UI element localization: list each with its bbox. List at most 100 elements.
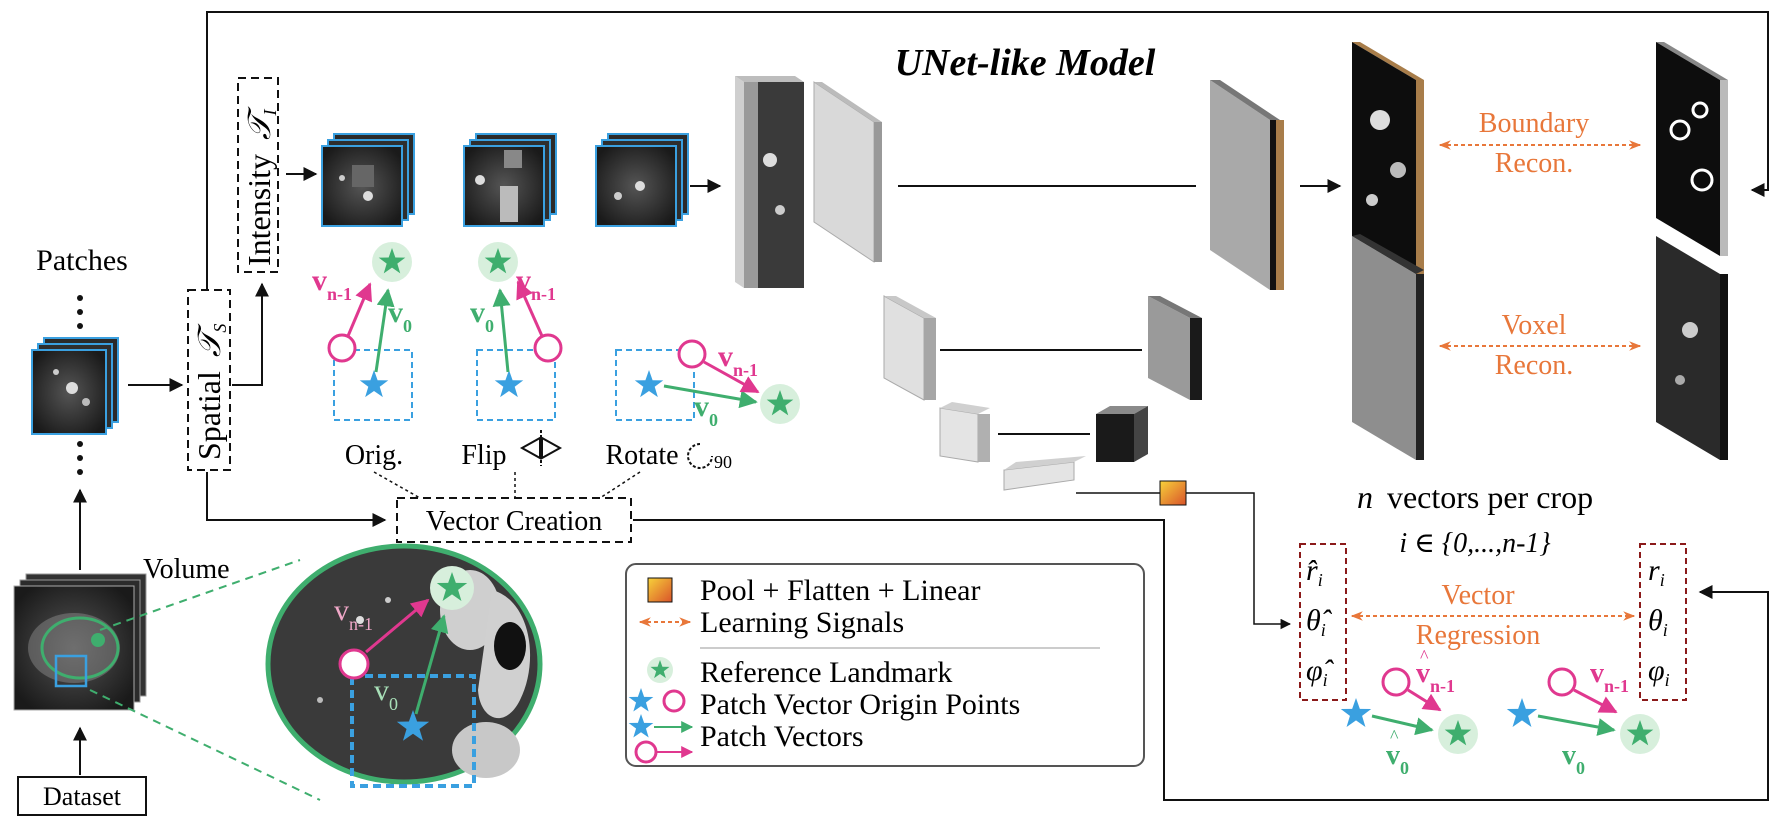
target-vector-box: ri θi φi	[1639, 543, 1687, 701]
svg-text:vn-1: vn-1	[334, 594, 373, 634]
svg-text:Learning Signals: Learning Signals	[700, 606, 904, 639]
unet-encoder-1	[735, 76, 804, 288]
unet-bottleneck	[1003, 456, 1086, 491]
svg-text:Patch Vector Origin Points: Patch Vector Origin Points	[700, 688, 1020, 721]
svg-text:Boundary: Boundary	[1479, 108, 1589, 139]
flip-vector-sketch	[476, 242, 563, 421]
patches-dots-bottom	[77, 441, 83, 475]
voxel-output-target	[1656, 236, 1728, 460]
true-theta: θi	[1648, 604, 1668, 640]
svg-text:Regression: Regression	[1416, 620, 1540, 651]
svg-text:Recon.: Recon.	[1495, 148, 1574, 179]
svg-text:vn-1: vn-1	[312, 264, 352, 304]
rotate-vector-sketch	[615, 339, 800, 424]
vector-creation-box: Vector Creation	[396, 497, 632, 543]
legend-landmark: Reference Landmark	[647, 656, 952, 689]
vector-gt-line	[633, 519, 1769, 801]
spatial-label: Spatial	[191, 371, 227, 460]
svg-text:Intensity 𝒯I: Intensity 𝒯I	[241, 106, 280, 266]
svg-text:v0: v0	[388, 296, 412, 336]
orig-vector-sketch	[327, 242, 413, 421]
flip-icon	[519, 430, 563, 466]
svg-text:^: ^	[1420, 646, 1429, 666]
rotate-icon: 90	[687, 443, 732, 472]
unet-encoder-3	[883, 295, 936, 401]
orig-label: Orig.	[345, 440, 403, 471]
boundary-signal: Boundary Recon.	[1438, 108, 1642, 179]
unet-decoder-2	[1210, 80, 1284, 290]
patches-dots-top	[77, 295, 83, 329]
boundary-output-target	[1656, 42, 1728, 256]
legend-box: Pool + Flatten + Linear Learning Signals…	[625, 563, 1145, 767]
vector-regression-signal: Vector Regression	[1350, 580, 1636, 651]
svg-text:Spatial 𝒯S: Spatial 𝒯S	[191, 323, 230, 460]
vector-creation-label: Vector Creation	[426, 506, 603, 537]
feedback-loop-top	[206, 11, 1769, 300]
flip-label: Flip	[461, 440, 506, 471]
true-phi: φi	[1648, 654, 1670, 690]
flip-vector-labels: v0 vn-1	[470, 264, 556, 336]
svg-text:Reference Landmark: Reference Landmark	[700, 656, 952, 689]
skip-connections	[898, 185, 1196, 435]
dataset-box: Dataset	[17, 776, 147, 816]
legend-pool: Pool + Flatten + Linear	[647, 574, 980, 607]
unet-decoder-3	[1148, 296, 1202, 400]
zoom-connectors	[89, 559, 321, 801]
dataset-label: Dataset	[43, 782, 122, 811]
n-vectors-caption: n vectors per crop i ∈ {0,...,n-1}	[1357, 479, 1593, 559]
svg-text:Voxel: Voxel	[1502, 310, 1567, 341]
patch-rotate	[595, 133, 689, 227]
svg-text:vn-1: vn-1	[1590, 658, 1629, 696]
spatial-to-intensity-arrow	[232, 282, 269, 386]
intensity-label: Intensity	[241, 154, 277, 266]
voxel-output-pred	[1352, 234, 1424, 460]
predicted-vectors-sketch: v0 vn-1 ^ ^	[1340, 646, 1478, 778]
voxel-signal: Voxel Recon.	[1438, 310, 1642, 381]
svg-text:v0: v0	[470, 296, 494, 336]
unet-encoder-4	[939, 402, 990, 463]
zoomed-ct-view: vn-1 v0	[265, 543, 543, 788]
svg-text:Pool + Flatten + Linear: Pool + Flatten + Linear	[700, 574, 980, 607]
patches-label: Patches	[36, 244, 128, 277]
unet-encoder-2	[813, 81, 882, 263]
svg-text:90: 90	[714, 452, 732, 472]
svg-text:vn-1: vn-1	[718, 340, 758, 380]
svg-text:Vector: Vector	[1441, 580, 1515, 611]
svg-text:n vectors per crop: n vectors per crop	[1357, 479, 1593, 515]
svg-text:Patch Vectors: Patch Vectors	[700, 720, 864, 753]
svg-text:Recon.: Recon.	[1495, 350, 1574, 381]
model-title: UNet-like Model	[895, 42, 1156, 84]
volume-stack	[13, 573, 147, 711]
svg-text:vn-1: vn-1	[516, 264, 556, 304]
vector-creation-connectors	[373, 471, 641, 499]
orig-vector-labels: vn-1 v0	[312, 264, 412, 336]
boundary-output-pred	[1352, 42, 1424, 274]
volume-label: Volume	[143, 554, 230, 585]
svg-text:^: ^	[1390, 726, 1399, 746]
svg-text:v0: v0	[694, 390, 718, 430]
rotate-vector-labels: vn-1 v0	[694, 340, 758, 430]
pool-flatten-linear-block	[1159, 480, 1187, 506]
spatial-to-vector-arrow	[206, 472, 387, 527]
true-r: ri	[1648, 554, 1665, 590]
patch-stack	[31, 337, 119, 435]
patch-flip	[463, 133, 557, 227]
svg-text:v0: v0	[1562, 740, 1585, 778]
svg-text:v0: v0	[374, 674, 398, 714]
legend-signals: Learning Signals	[638, 606, 904, 639]
target-vectors-sketch: v0 vn-1	[1506, 658, 1660, 778]
rotate-label: Rotate	[605, 440, 678, 471]
predicted-vector-box: r̂i θ̂i φ̂i	[1299, 543, 1347, 701]
pred-r: r̂i	[1306, 554, 1323, 590]
legend-origin: Patch Vector Origin Points	[628, 688, 1020, 721]
intensity-transform-box: Intensity 𝒯I	[237, 77, 280, 273]
pool-to-pred-arrow	[1186, 492, 1292, 630]
index-range: i ∈ {0,...,n-1}	[1399, 528, 1550, 559]
svg-text:v0: v0	[1386, 740, 1409, 778]
spatial-transform-box: Spatial 𝒯S	[187, 289, 231, 471]
patch-orig	[321, 133, 415, 227]
legend-vectors: Patch Vectors	[628, 714, 864, 764]
svg-text:vn-1: vn-1	[1416, 658, 1455, 696]
unet-decoder-4	[1096, 406, 1148, 462]
